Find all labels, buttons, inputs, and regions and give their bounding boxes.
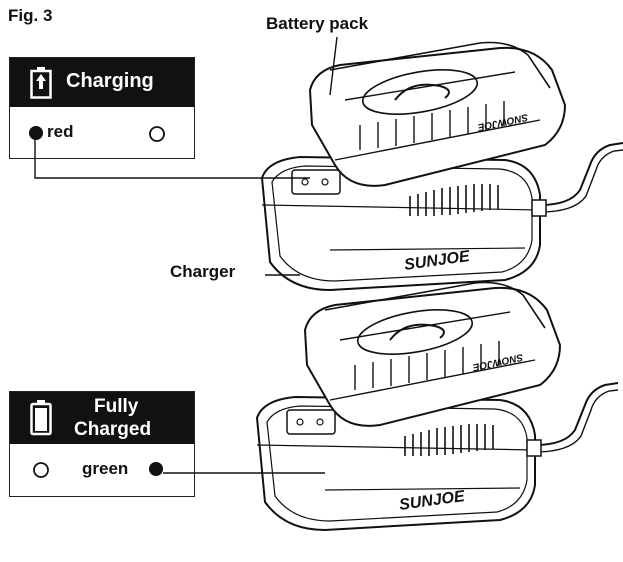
- full-panel-body: green: [10, 444, 194, 496]
- battery-full-icon: [30, 400, 52, 436]
- charging-panel-header: Charging: [10, 58, 194, 107]
- red-led-leader: [34, 132, 310, 179]
- green-led-indicator-off: [149, 126, 165, 142]
- charging-indicator-panel: Charging red: [9, 57, 195, 159]
- battery-pack-label: Battery pack: [266, 14, 369, 33]
- red-led-indicator-filled: [29, 126, 43, 140]
- red-led-indicator-off: [33, 462, 49, 478]
- red-led-label: red: [47, 122, 74, 141]
- charging-title: Charging: [66, 70, 154, 92]
- full-panel-header: Fully Charged: [10, 392, 194, 444]
- battery-pack-leader: [329, 36, 338, 96]
- full-title-line1: Fully: [94, 396, 139, 417]
- green-led-label: green: [82, 459, 129, 478]
- battery-charging-icon: [30, 67, 52, 99]
- bottom-charger-with-battery: [256, 281, 619, 531]
- top-charger-with-battery: [261, 41, 623, 291]
- charging-panel-body: red: [10, 107, 194, 158]
- full-title-line2: Charged: [74, 419, 152, 440]
- fully-charged-indicator-panel: Fully Charged green: [9, 391, 195, 497]
- figure-title: Fig. 3: [8, 6, 53, 25]
- charger-label: Charger: [170, 262, 236, 281]
- green-led-indicator-filled: [149, 462, 163, 476]
